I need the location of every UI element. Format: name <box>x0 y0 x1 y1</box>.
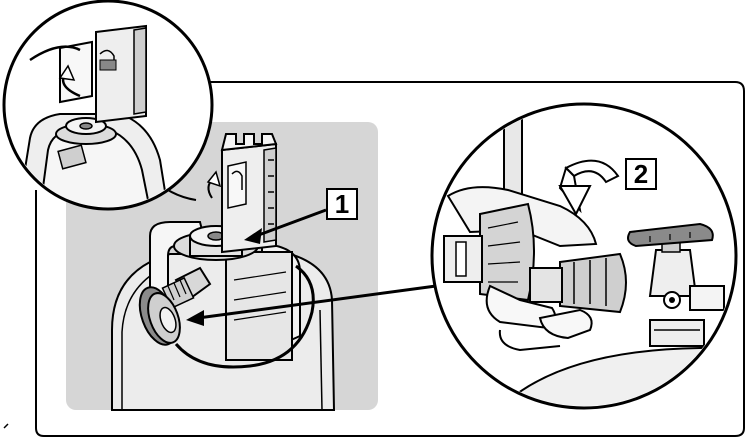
magnifier-circle-icon <box>430 102 738 410</box>
cap-cord <box>174 264 315 369</box>
callout-2-number: 2 <box>634 159 648 189</box>
callout-1: 1 <box>326 188 358 220</box>
pointer-arrow-icon <box>244 208 327 244</box>
callout-1-number: 1 <box>335 189 349 219</box>
regulator-holder <box>220 133 278 254</box>
pointer-arrow-icon <box>186 284 437 326</box>
callout-2: 2 <box>625 158 657 190</box>
rotate-arrow-icon <box>558 159 620 217</box>
inset-circle-holder <box>2 0 214 211</box>
protective-cap <box>138 286 181 346</box>
corner-mark <box>3 423 9 429</box>
frame <box>35 81 745 437</box>
